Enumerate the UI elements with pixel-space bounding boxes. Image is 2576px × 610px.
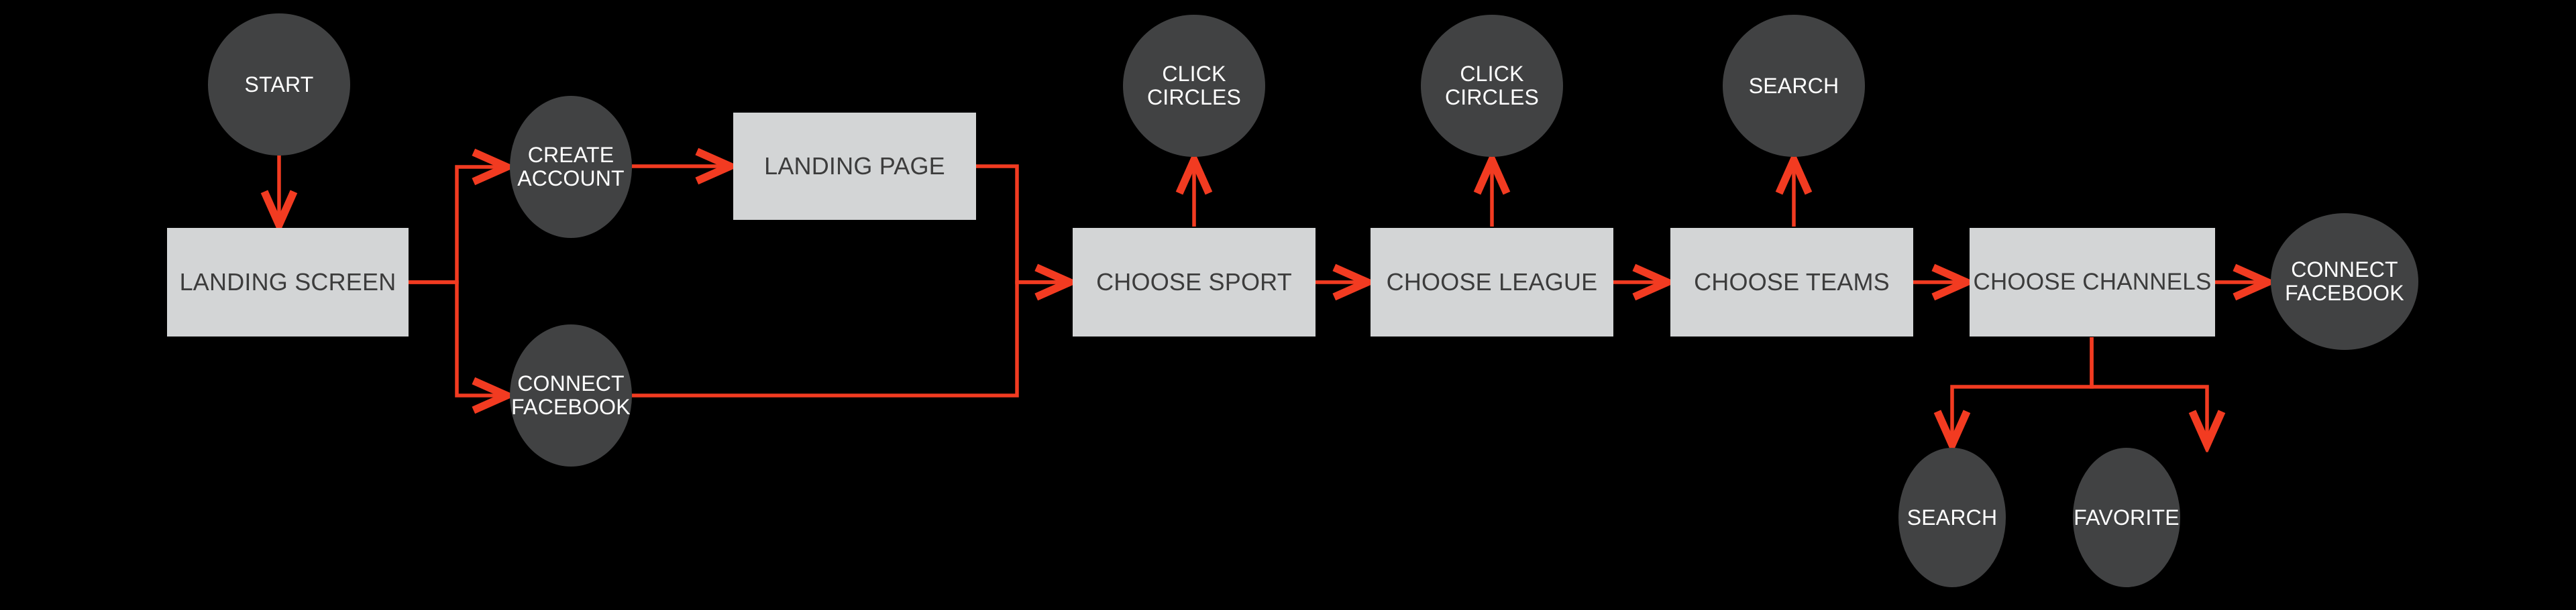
node-create-account-label: CREATE ACCOUNT — [513, 143, 629, 190]
node-landing-page[interactable]: LANDING PAGE — [733, 113, 976, 220]
edge-choose-channels-to-favorite — [2090, 337, 2207, 442]
node-favorite[interactable]: FAVORITE — [2073, 448, 2180, 587]
edge-choose-channels-to-search-bottom — [1952, 337, 2094, 442]
node-connect-facebook-label: CONNECT FACEBOOK — [507, 372, 635, 418]
edge-connect-facebook-to-choose-sport — [632, 282, 1067, 398]
node-landing-screen-label: LANDING SCREEN — [179, 267, 396, 296]
node-click-circles-1-line1: CLICK — [1162, 62, 1226, 86]
node-click-circles-1-line2: CIRCLES — [1146, 85, 1242, 109]
node-favorite-label: FAVORITE — [2074, 505, 2180, 530]
node-search-bottom[interactable]: SEARCH — [1898, 448, 2006, 587]
node-click-circles-2-line1: CLICK — [1460, 62, 1524, 86]
node-connect-facebook-end-label: CONNECT FACEBOOK — [2281, 258, 2408, 304]
node-landing-screen[interactable]: LANDING SCREEN — [167, 228, 409, 337]
node-choose-channels[interactable]: CHOOSE CHANNELS — [1970, 228, 2215, 337]
node-connect-facebook-end[interactable]: CONNECT FACEBOOK — [2271, 213, 2418, 350]
node-click-circles-1[interactable]: CLICK CIRCLES — [1123, 15, 1265, 157]
node-search-bottom-label: SEARCH — [1907, 505, 1998, 530]
node-choose-sport-label: CHOOSE SPORT — [1096, 267, 1292, 296]
node-search-top-label: SEARCH — [1748, 73, 1839, 98]
node-choose-channels-label: CHOOSE CHANNELS — [1973, 269, 2212, 296]
node-connect-facebook-end-line1: CONNECT — [2291, 257, 2398, 282]
node-connect-facebook-line1: CONNECT — [517, 371, 625, 396]
node-start[interactable]: START — [208, 13, 350, 156]
node-choose-league-label: CHOOSE LEAGUE — [1386, 267, 1598, 296]
node-click-circles-2-label: CLICK CIRCLES — [1441, 62, 1543, 109]
node-choose-league[interactable]: CHOOSE LEAGUE — [1371, 228, 1613, 337]
node-create-account-line2: ACCOUNT — [517, 166, 625, 190]
node-create-account[interactable]: CREATE ACCOUNT — [510, 96, 632, 238]
node-click-circles-2[interactable]: CLICK CIRCLES — [1421, 15, 1563, 157]
node-choose-sport[interactable]: CHOOSE SPORT — [1073, 228, 1316, 337]
node-choose-teams[interactable]: CHOOSE TEAMS — [1670, 228, 1913, 337]
node-start-label: START — [244, 72, 314, 97]
node-connect-facebook-end-line2: FACEBOOK — [2285, 281, 2404, 305]
node-connect-facebook[interactable]: CONNECT FACEBOOK — [510, 324, 632, 467]
node-landing-page-label: LANDING PAGE — [764, 151, 945, 180]
node-choose-teams-label: CHOOSE TEAMS — [1694, 267, 1890, 296]
node-create-account-line1: CREATE — [527, 143, 614, 168]
edge-landing-screen-to-create-account — [409, 167, 504, 284]
node-click-circles-2-line2: CIRCLES — [1444, 85, 1540, 109]
edge-landing-page-to-choose-sport — [976, 164, 1067, 282]
edge-landing-screen-to-connect-facebook — [409, 280, 504, 395]
node-click-circles-1-label: CLICK CIRCLES — [1143, 62, 1245, 109]
node-search-top[interactable]: SEARCH — [1723, 15, 1865, 157]
node-connect-facebook-line2: FACEBOOK — [511, 395, 631, 419]
